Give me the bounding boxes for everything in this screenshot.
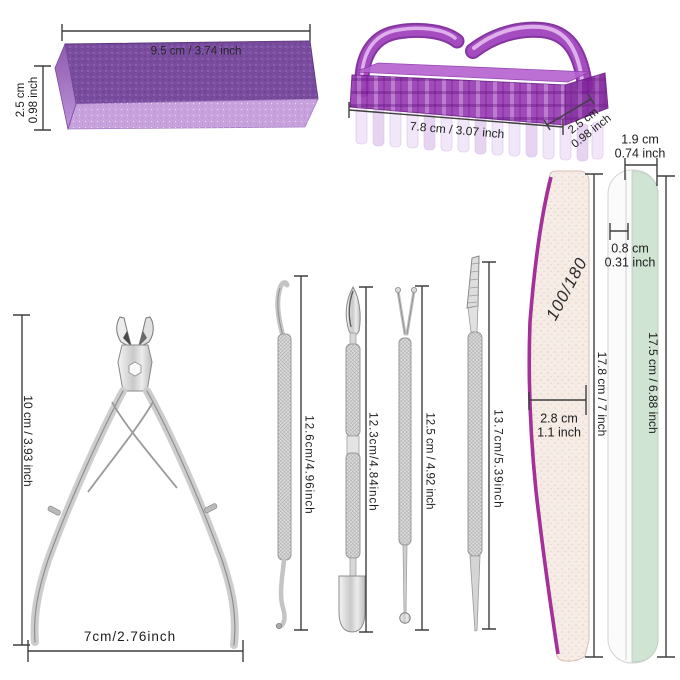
buffer-strip-width-label: 1.9 cm 0.74 inch	[614, 132, 666, 161]
cuticle-nipper-height-label: 10 cm / 3.93 inch	[20, 395, 35, 487]
tool2-dimension-line	[359, 286, 373, 633]
halfmoon-file-dimension-lines	[528, 173, 603, 658]
buffer-block-image	[54, 40, 319, 131]
tool1-dimension-line	[294, 275, 308, 631]
tool4-length-label: 13.7cm/5.39inch	[491, 409, 504, 509]
cuticle-tool-file	[466, 255, 483, 632]
buffer-strip-dimension-lines	[609, 158, 675, 658]
tool3-length-label: 12.5 cm / 4.92 inch	[423, 412, 436, 510]
buffer-block-height-label: 2.5 cm 0.98 inch	[14, 76, 40, 124]
buffer-strip-thickness-label: 0.8 cm 0.31 inch	[604, 241, 656, 270]
buffer-strip-length-label: 17.5 cm / 6.88 inch	[645, 332, 660, 434]
halfmoon-file-width-label: 2.8 cm 1.1 inch	[537, 411, 581, 440]
buffer-block-width-label: 9.5 cm / 3.74 inch	[150, 45, 242, 58]
nail-brush-image	[349, 21, 609, 162]
tool4-dimension-line	[482, 261, 496, 630]
cuticle-nipper-image	[30, 316, 239, 649]
halfmoon-file-image	[527, 170, 590, 662]
buffer-block-dimension-lines	[34, 24, 311, 131]
tool2-length-label: 12.3cm/4.84inch	[366, 412, 379, 512]
cuticle-nipper-width-label: 7cm/2.76inch	[83, 629, 177, 645]
cuticle-tool-curved-pusher	[275, 280, 292, 630]
halfmoon-file-length-label: 17.8 cm / 7 inch	[594, 351, 609, 437]
cuticle-tool-loop	[394, 286, 417, 624]
cuticle-tool-spoon-pusher	[338, 285, 366, 633]
nail-brush-dimension-lines	[348, 93, 595, 135]
cuticle-nipper-dimension-lines	[13, 314, 244, 662]
buffer-strip-image	[607, 169, 659, 664]
tool1-length-label: 12.6cm/4.96inch	[302, 415, 315, 515]
tool3-dimension-line	[415, 285, 429, 631]
